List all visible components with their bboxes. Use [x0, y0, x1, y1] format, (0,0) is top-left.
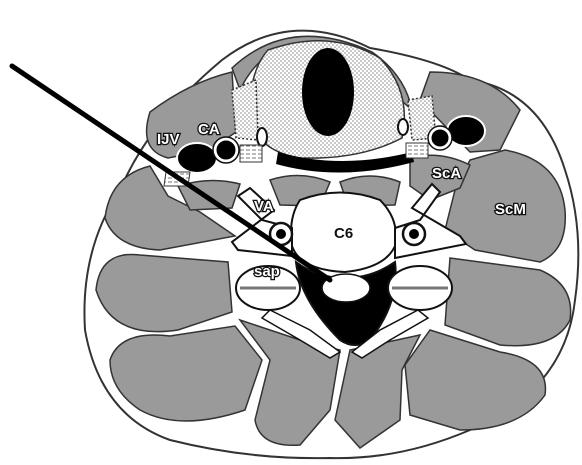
right-hatched-tissue [406, 143, 428, 158]
label-ijv: IJV [157, 131, 180, 148]
trachea-lumen [302, 48, 354, 136]
left-thyroid-lobe [232, 80, 258, 140]
internal-jugular-vein [177, 143, 217, 173]
left-small-vessel [257, 128, 267, 146]
label-sap: sap [254, 263, 280, 280]
label-c6: C6 [334, 225, 353, 242]
right-carotid-artery [430, 128, 450, 148]
label-ca: CA [198, 121, 220, 138]
label-scm: ScM [495, 201, 526, 218]
right-small-vessel [398, 119, 408, 135]
label-sca: ScA [432, 165, 461, 182]
right-internal-jugular-vein [447, 116, 485, 146]
carotid-artery [215, 139, 237, 161]
label-va: VA [254, 198, 274, 215]
left-hatched-tissue [240, 145, 262, 162]
